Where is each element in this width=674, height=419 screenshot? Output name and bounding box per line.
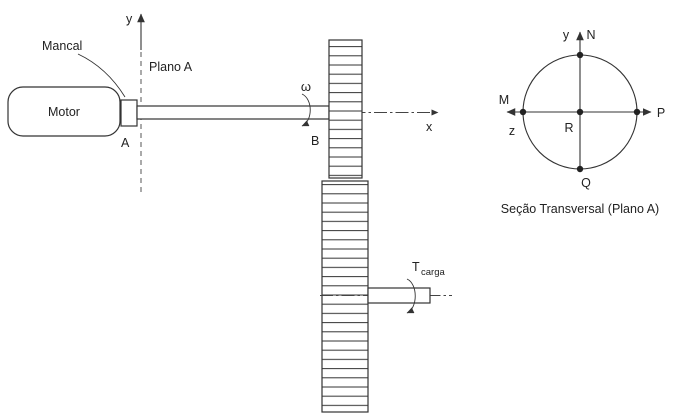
torque-subscript: carga (421, 267, 445, 278)
gear-upper (328, 39, 363, 179)
point-r-label: R (564, 121, 573, 135)
omega-rotation-arrow (301, 93, 311, 127)
point-q-label: Q (581, 176, 591, 190)
section-y-label: y (563, 28, 570, 42)
point-a-label: A (121, 136, 130, 150)
plano-a-label: Plano A (149, 60, 193, 74)
point-p-label: P (657, 106, 665, 120)
load-shaft (367, 287, 431, 304)
x-axis-label: x (426, 120, 433, 134)
point-n-dot (576, 51, 584, 59)
point-r-dot (576, 108, 584, 116)
torque-label: T (412, 260, 420, 274)
mancal-leader-line (77, 53, 126, 98)
motor-body (7, 86, 121, 137)
point-m-label: M (499, 93, 509, 107)
point-n-label: N (586, 28, 595, 42)
y-axis-label: y (126, 12, 133, 26)
point-q-dot (576, 165, 584, 173)
gear-lower (321, 180, 369, 413)
torque-rotation-arrow (406, 278, 416, 314)
mancal-label: Mancal (42, 39, 82, 53)
section-z-label: z (509, 124, 515, 138)
shaft (136, 105, 330, 120)
point-m-dot (519, 108, 527, 116)
point-p-dot (633, 108, 641, 116)
bearing (120, 99, 138, 127)
point-b-label: B (311, 134, 319, 148)
omega-label: ω (301, 79, 311, 94)
motor-label: Motor (48, 105, 80, 119)
section-caption: Seção Transversal (Plano A) (501, 202, 659, 216)
